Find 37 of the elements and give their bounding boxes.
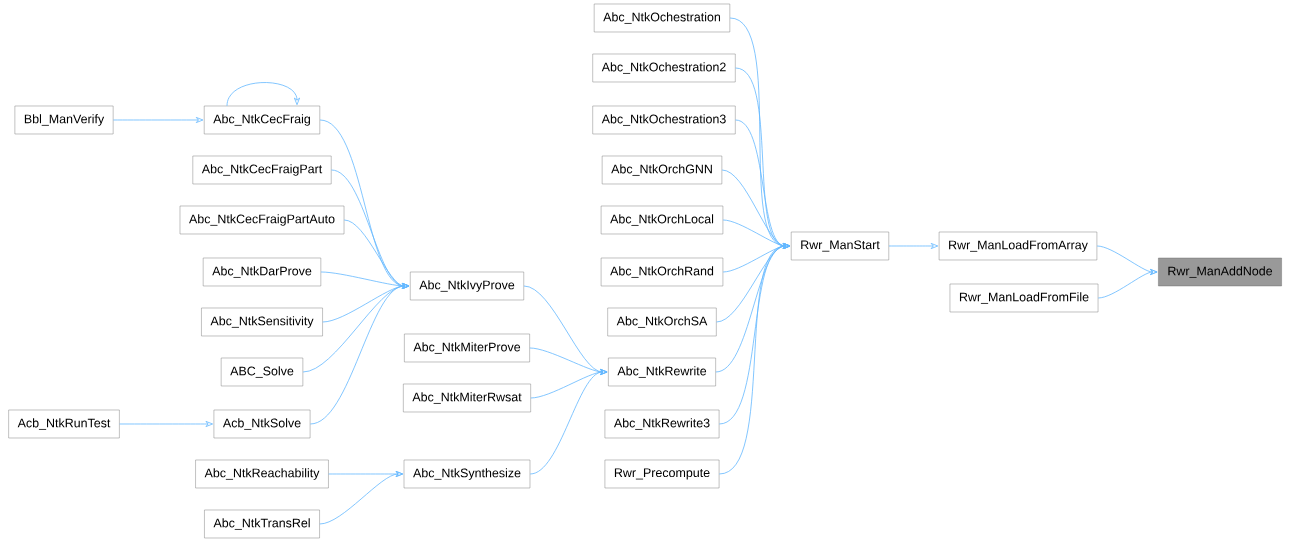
arrow <box>119 421 213 427</box>
function-box: Rwr_ManLoadFromArray <box>938 231 1098 261</box>
function-box: Abc_NtkOrchSA <box>607 307 717 337</box>
function-box: Abc_NtkOrchRand <box>600 257 724 287</box>
function-box: Abc_NtkMiterProve <box>404 333 530 363</box>
arrow <box>1097 269 1158 299</box>
function-box: Abc_NtkRewrite3 <box>604 409 720 439</box>
arrow <box>112 117 204 123</box>
function-box: Abc_NtkDarProve <box>203 257 322 287</box>
function-box: Abc_NtkSensitivity <box>201 307 323 337</box>
function-box: Abc_NtkMiterRwsat <box>403 383 531 413</box>
function-box: Abc_NtkOchestration3 <box>592 105 736 135</box>
function-box: Acb_NtkRunTest <box>8 409 120 439</box>
function-box: Abc_NtkCecFraigPart <box>192 155 332 185</box>
function-box: Abc_NtkOrchGNN <box>601 155 723 185</box>
function-box: ABC_Solve <box>220 357 304 387</box>
function-box: Rwr_Precompute <box>604 459 720 489</box>
function-box: Abc_NtkOrchLocal <box>600 205 724 235</box>
function-box: Abc_NtkIvyProve <box>410 271 524 301</box>
function-box: Abc_NtkTransRel <box>204 509 320 539</box>
function-box: Abc_NtkReachability <box>195 459 329 489</box>
function-box: Acb_NtkSolve <box>213 409 311 439</box>
arrow <box>529 369 608 475</box>
arrow <box>319 471 404 525</box>
function-box: Rwr_ManStart <box>791 231 889 261</box>
arrow <box>226 82 300 107</box>
function-box: Abc_NtkOchestration2 <box>592 53 736 83</box>
function-box: Abc_NtkOchestration <box>593 3 731 33</box>
function-box: Bbl_ManVerify <box>14 105 114 135</box>
function-box: Abc_NtkCecFraigPartAuto <box>179 205 345 235</box>
function-box: Abc_NtkCecFraig <box>204 105 320 135</box>
arrow <box>309 283 410 425</box>
function-box: Abc_NtkSynthesize <box>403 459 531 489</box>
function-box: Abc_NtkRewrite <box>608 357 716 387</box>
arrow <box>888 243 939 249</box>
function-box: Rwr_ManAddNode <box>1158 257 1282 287</box>
function-box: Rwr_ManLoadFromFile <box>949 283 1099 313</box>
